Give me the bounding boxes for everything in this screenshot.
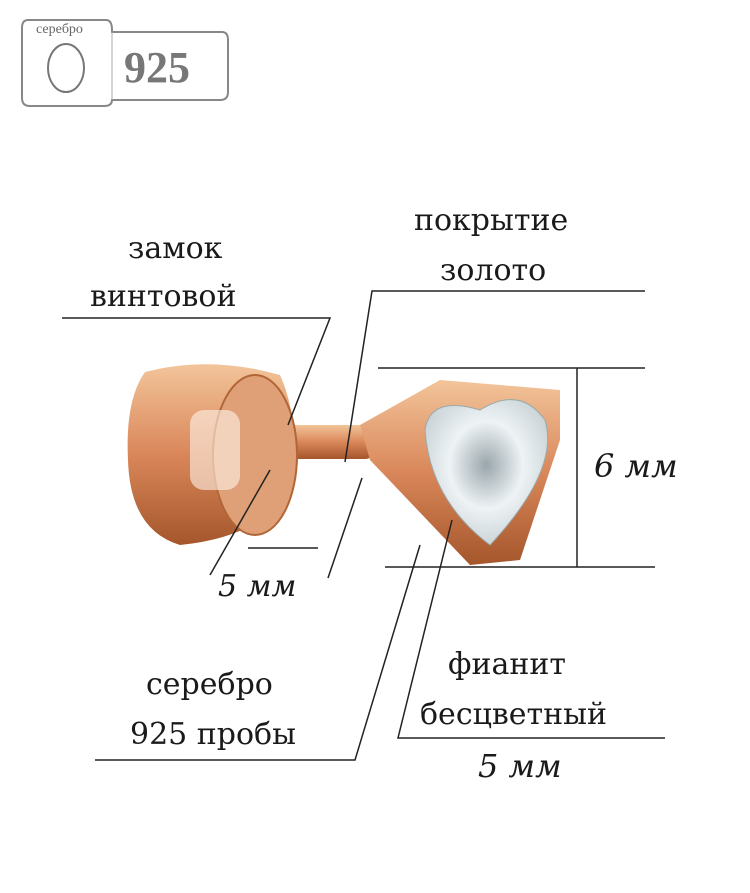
height-label: 6 мм (594, 447, 678, 485)
material-label-1: серебро (146, 667, 273, 702)
coating-label-2: золото (440, 253, 547, 288)
lock-label-1: замок (128, 231, 223, 266)
leader-lines (62, 290, 665, 761)
earring-image (127, 364, 560, 565)
hallmark-fineness: 925 (124, 43, 190, 92)
hallmark-metal: серебро (36, 22, 83, 37)
stone-size-label: 5 мм (478, 747, 562, 785)
silver-hallmark (21, 19, 229, 107)
stone-label-1: фианит (448, 647, 566, 682)
post-size-label: 5 мм (218, 569, 297, 604)
lock-label-2: винтовой (90, 279, 237, 314)
coating-label-1: покрытие (414, 203, 569, 238)
stone-label-2: бесцветный (420, 697, 608, 732)
material-label-2: 925 пробы (130, 717, 296, 752)
head-emblem-icon (47, 43, 85, 93)
